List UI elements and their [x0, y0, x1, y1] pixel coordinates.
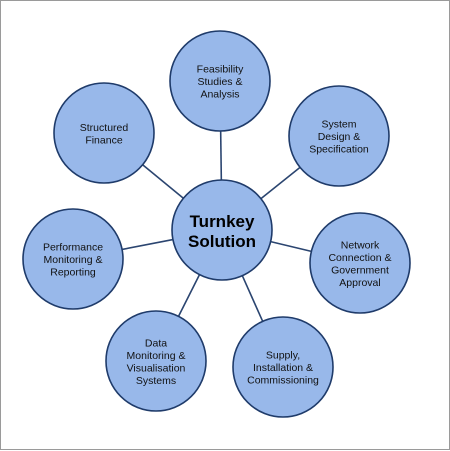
- node-supply-installation: Supply,Installation &Commissioning: [232, 316, 334, 418]
- connector-feasibility: [219, 130, 223, 181]
- node-label-structured-finance-line-2: Finance: [85, 134, 123, 146]
- node-label-system-design-line-1: System: [321, 119, 356, 131]
- node-label-network-connection-line-4: Approval: [339, 277, 380, 289]
- node-label-performance-monitoring-line-3: Reporting: [50, 267, 96, 279]
- connector-data-monitoring: [177, 274, 201, 317]
- connector-performance-monitoring: [121, 238, 174, 251]
- node-circle-supply-installation: [232, 316, 334, 418]
- node-circle-network-connection: [309, 212, 411, 314]
- node-label-supply-installation-line-1: Supply,: [266, 350, 300, 362]
- node-label-data-monitoring-line-4: Systems: [136, 375, 176, 387]
- node-label-supply-installation-line-2: Installation &: [253, 362, 313, 374]
- node-label-supply-installation-line-3: Commissioning: [247, 375, 319, 387]
- node-circle-structured-finance: [53, 82, 155, 184]
- node-label-data-monitoring-line-1: Data: [145, 337, 167, 349]
- node-label-feasibility-line-1: Feasibility: [197, 64, 244, 76]
- center-circle: [171, 179, 273, 281]
- node-label-system-design-line-2: Design &: [318, 131, 361, 143]
- node-label-network-connection-line-1: Network: [341, 239, 380, 251]
- node-label-data-monitoring-line-3: Visualisation: [127, 362, 186, 374]
- node-circle-feasibility: [169, 30, 271, 132]
- node-label-performance-monitoring-line-2: Monitoring &: [44, 254, 103, 266]
- node-label-network-connection-line-3: Government: [331, 264, 389, 276]
- connector-supply-installation: [241, 275, 264, 322]
- node-label-system-design-line-3: Specification: [309, 144, 369, 156]
- node-circle-system-design: [288, 85, 390, 187]
- connector-system-design: [260, 166, 301, 200]
- connector-structured-finance: [142, 164, 184, 199]
- node-circle-data-monitoring: [105, 310, 207, 412]
- node-label-structured-finance-line-1: Structured: [80, 122, 129, 134]
- node-label-network-connection-line-2: Connection &: [328, 252, 391, 264]
- node-circle-performance-monitoring: [22, 208, 124, 310]
- center-node: Turnkey Solution: [171, 179, 273, 281]
- node-label-feasibility-line-2: Studies &: [198, 76, 243, 88]
- center-label-line-2: Solution: [188, 232, 256, 251]
- node-label-performance-monitoring-line-1: Performance: [43, 242, 103, 254]
- connector-network-connection: [270, 240, 312, 253]
- connectors: [121, 130, 312, 322]
- node-label-feasibility-line-3: Analysis: [200, 89, 239, 101]
- center-label-line-1: Turnkey: [190, 212, 255, 231]
- node-label-data-monitoring-line-2: Monitoring &: [127, 350, 186, 362]
